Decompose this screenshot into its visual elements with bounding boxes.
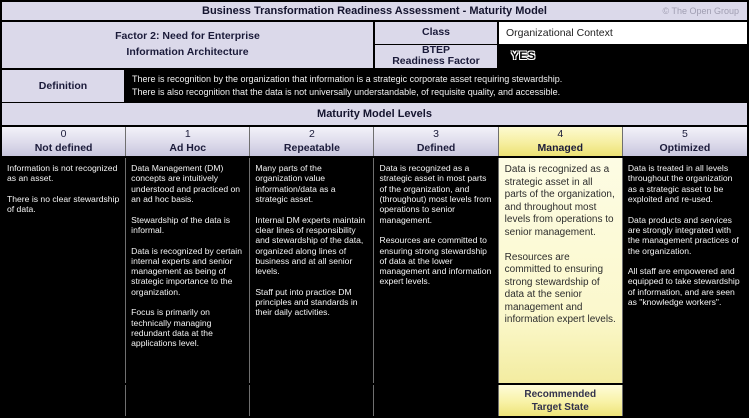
level-body-5-optimized: Data is treated in all levels throughout… [622, 158, 747, 383]
factor-title: Factor 2: Need for Enterprise Informatio… [2, 22, 375, 68]
level-name: Optimized [659, 141, 711, 154]
footer-cell-5 [622, 385, 747, 416]
level-body-4-managed: Data is recognized as a strategic asset … [498, 158, 623, 383]
level-number: 4 [557, 127, 564, 140]
level-name: Defined [416, 141, 456, 154]
level-header-2-repeatable: 2 Repeatable [250, 127, 375, 156]
factor-section: Factor 2: Need for Enterprise Informatio… [2, 22, 747, 70]
level-body-1-ad-hoc: Data Management (DM) concepts are intuit… [126, 158, 251, 383]
btep-readiness-factor-value: YES [499, 44, 747, 68]
btep-readiness-factor-label: BTEP Readiness Factor [375, 44, 499, 68]
level-body-row: Information is not recognized as an asse… [2, 158, 747, 385]
level-number: 5 [681, 127, 688, 140]
recommended-target-state: Recommended Target State [498, 385, 623, 416]
copyright-notice: © The Open Group [662, 6, 739, 16]
page-title: Business Transformation Readiness Assess… [202, 5, 547, 17]
level-name: Not defined [34, 141, 93, 154]
footer-row: Recommended Target State [2, 385, 747, 416]
level-body-0-not-defined: Information is not recognized as an asse… [2, 158, 127, 383]
level-header-5-optimized: 5 Optimized [622, 127, 747, 156]
footer-cell-3 [374, 385, 499, 416]
level-number: 1 [184, 127, 191, 140]
level-header-3-defined: 3 Defined [374, 127, 499, 156]
level-number: 3 [433, 127, 439, 140]
definition-label: Definition [2, 70, 126, 103]
footer-cell-2 [250, 385, 375, 416]
level-number: 0 [60, 127, 67, 140]
level-name: Repeatable [283, 141, 340, 154]
class-value: Organizational Context [499, 22, 747, 45]
footer-cell-0 [2, 385, 127, 416]
level-name: Managed [537, 141, 583, 154]
footer-cell-1 [126, 385, 251, 416]
level-header-row: 0 Not defined 1 Ad Hoc 2 Repeatable 3 De… [2, 127, 747, 158]
level-header-0-not-defined: 0 Not defined [2, 127, 127, 156]
definition-row: Definition There is recognition by the o… [2, 70, 747, 103]
definition-text: There is recognition by the organization… [126, 70, 747, 103]
level-header-1-ad-hoc: 1 Ad Hoc [126, 127, 251, 156]
class-label: Class [375, 22, 499, 45]
level-name: Ad Hoc [169, 141, 207, 154]
level-header-4-managed: 4 Managed [498, 127, 623, 156]
maturity-levels-header: Maturity Model Levels [2, 103, 747, 127]
level-number: 2 [308, 127, 315, 140]
level-body-2-repeatable: Many parts of the organization value inf… [250, 158, 375, 383]
level-body-3-defined: Data is recognized as a strategic asset … [374, 158, 499, 383]
title-bar: Business Transformation Readiness Assess… [2, 2, 747, 22]
